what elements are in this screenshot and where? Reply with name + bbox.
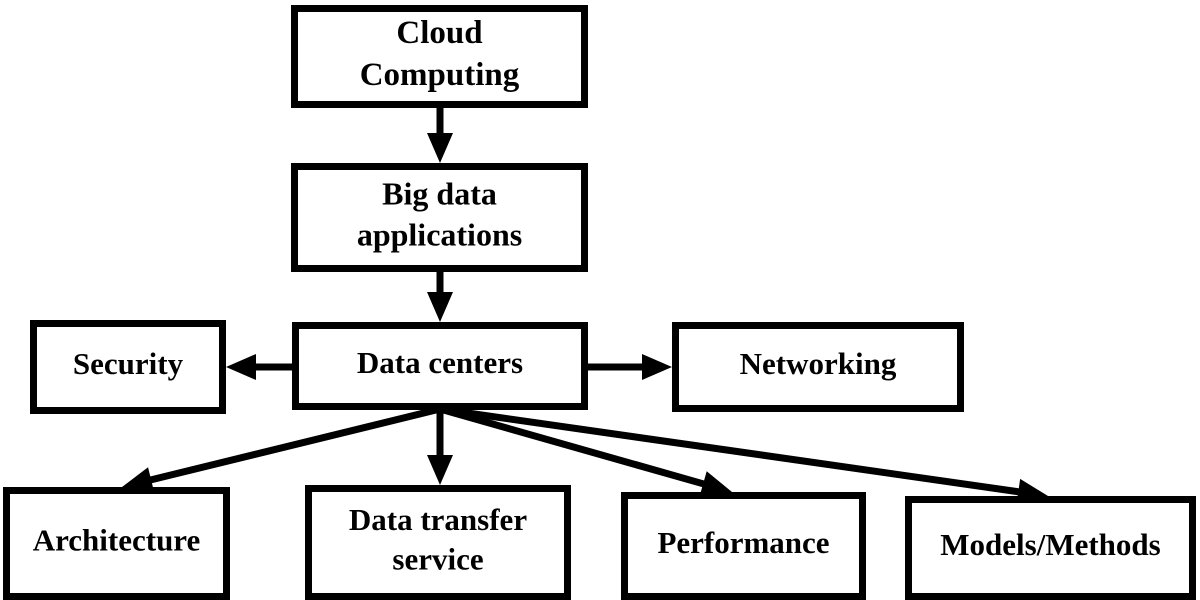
node-models-methods[interactable]: Models/Methods <box>905 496 1196 600</box>
node-performance[interactable]: Performance <box>621 492 866 600</box>
edge-line <box>439 405 710 489</box>
node-big-data-applications[interactable]: Big data applications <box>291 163 588 272</box>
node-label: Data transfer <box>349 502 527 537</box>
edge-datacenters-to-architecture <box>122 405 441 493</box>
node-box <box>291 5 588 108</box>
node-architecture[interactable]: Architecture <box>3 487 230 600</box>
arrowhead-icon <box>642 354 672 380</box>
arrowhead-icon <box>427 292 453 322</box>
node-label: Architecture <box>33 523 201 558</box>
arrowhead-icon <box>427 133 453 163</box>
node-box <box>30 320 226 414</box>
node-security[interactable]: Security <box>30 320 226 414</box>
node-box <box>305 485 571 600</box>
node-label: applications <box>357 216 522 252</box>
arrowhead-icon <box>699 471 732 497</box>
node-label: Security <box>73 346 184 381</box>
edge-datacenters-to-performance <box>439 405 732 497</box>
node-data-transfer-service[interactable]: Data transfer service <box>305 485 571 600</box>
node-label: service <box>392 541 483 576</box>
node-label: Cloud <box>396 15 482 51</box>
node-label: Data centers <box>357 345 523 380</box>
node-label: Models/Methods <box>940 527 1160 562</box>
node-networking[interactable]: Networking <box>672 322 964 412</box>
arrowhead-icon <box>122 467 155 493</box>
node-box <box>905 496 1196 600</box>
node-label: Computing <box>360 57 520 93</box>
edge-line <box>144 405 441 485</box>
node-box <box>621 492 866 600</box>
node-label: Performance <box>657 525 829 560</box>
node-label: Networking <box>740 346 897 381</box>
edge-datacenters-to-datatransfer <box>427 409 453 485</box>
node-box <box>292 322 588 410</box>
node-box <box>291 163 588 272</box>
edge-bigdata-to-datacenters <box>427 272 453 322</box>
edge-cloud-to-bigdata <box>427 108 453 163</box>
edge-datacenters-to-networking <box>588 354 672 380</box>
arrowhead-icon <box>427 455 453 485</box>
node-data-centers[interactable]: Data centers <box>292 322 588 410</box>
node-box <box>672 322 964 412</box>
node-box <box>3 487 230 600</box>
edge-line <box>439 405 1025 497</box>
edge-datacenters-to-security <box>226 354 292 380</box>
edges-layer <box>122 108 1048 505</box>
node-label: Big data <box>382 175 497 211</box>
arrowhead-icon <box>226 354 256 380</box>
